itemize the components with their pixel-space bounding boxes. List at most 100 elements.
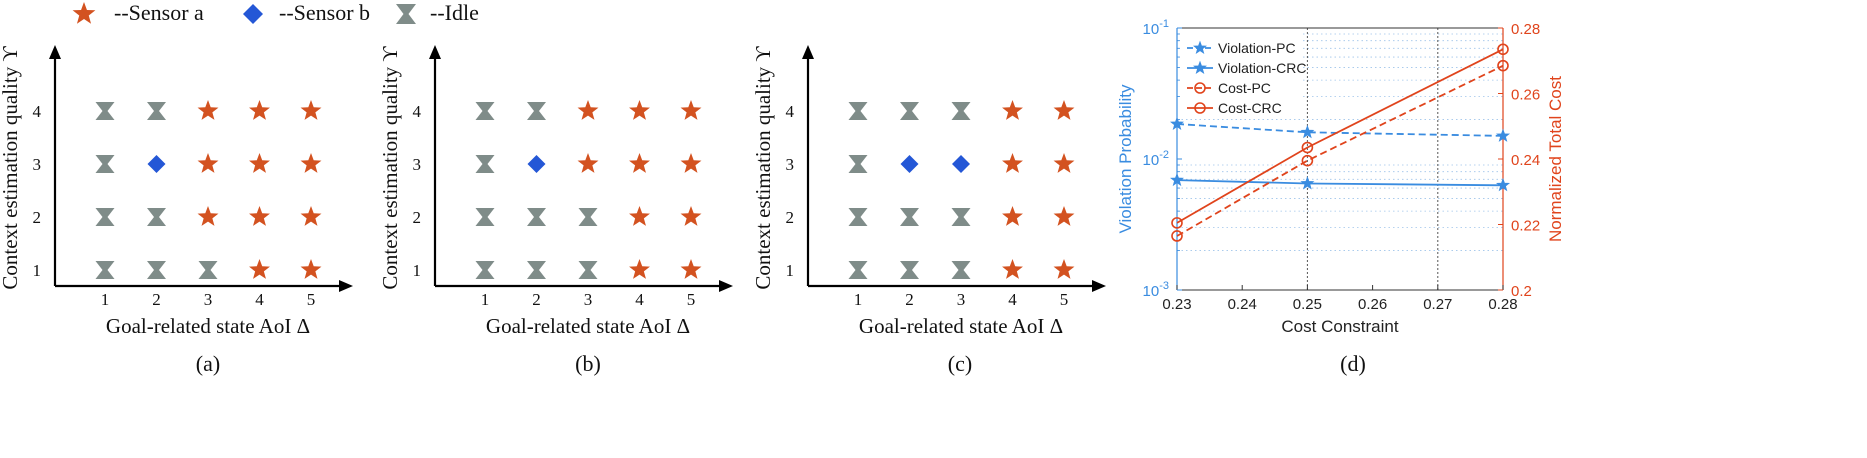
y2-tick-label: 0.22 — [1511, 218, 1540, 235]
x-tick-label: 4 — [255, 290, 264, 309]
series-marker — [1497, 43, 1509, 56]
idle-mark — [848, 261, 868, 279]
panel-c-xlabel: Goal-related state AoI Δ — [859, 314, 1063, 338]
sensor-a-mark — [300, 100, 322, 120]
panel-d-y2label: Normalized Total Cost — [1546, 76, 1565, 242]
x-tick-label: 4 — [635, 290, 644, 309]
idle-mark — [95, 208, 115, 226]
legend-idle-icon — [396, 4, 416, 24]
sensor-a-mark — [197, 153, 219, 173]
legend-idle-label: --Idle — [430, 0, 479, 25]
panel-d-ylabel: Violation Probability — [1116, 84, 1135, 233]
sensor-a-mark — [1053, 153, 1075, 173]
sensor-a-mark — [249, 100, 270, 120]
series-marker — [1495, 128, 1511, 142]
y2-tick-label: 0.2 — [1511, 283, 1532, 300]
sensor-a-mark — [197, 100, 219, 120]
sensor-b-mark — [527, 155, 546, 173]
legend-marker — [1192, 60, 1208, 74]
sensor-a-mark — [1002, 100, 1023, 120]
legend-label: Violation-CRC — [1218, 60, 1306, 76]
idle-mark — [900, 261, 919, 279]
idle-mark — [475, 208, 495, 226]
sensor-a-mark — [1002, 259, 1023, 279]
sensor-a-mark — [629, 100, 650, 120]
idle-mark — [147, 261, 166, 279]
panel-d-legend: Violation-PC Violation-CRC Cost-PC Cost-CRC — [1181, 32, 1306, 118]
panel-b-xlabel: Goal-related state AoI Δ — [486, 314, 690, 338]
x-axis-arrow — [719, 280, 733, 292]
series-marker — [1169, 116, 1185, 130]
idle-mark — [578, 261, 598, 279]
idle-mark — [95, 261, 115, 279]
x-tick-label: 0.28 — [1488, 296, 1517, 313]
legend-entry: Violation-PC — [1187, 40, 1296, 56]
sensor-a-mark — [1002, 153, 1023, 173]
series-marker — [1171, 230, 1183, 242]
sensor-a-mark — [1053, 259, 1075, 279]
legend-entry: Cost-CRC — [1187, 100, 1282, 116]
x-tick-label: 2 — [532, 290, 541, 309]
series-marker — [1497, 59, 1509, 72]
series-cost-pc — [1171, 59, 1509, 242]
idle-mark — [900, 102, 919, 120]
idle-mark — [951, 208, 971, 226]
y-tick-label: 3 — [413, 155, 422, 174]
x-tick-label: 0.25 — [1293, 296, 1322, 313]
sensor-a-mark — [629, 259, 650, 279]
legend-entry: Violation-CRC — [1187, 60, 1306, 76]
legend-label: Violation-PC — [1218, 40, 1296, 56]
y-tick-label: 3 — [786, 155, 795, 174]
legend-sensor-b-icon — [243, 4, 263, 24]
sensor-a-mark — [680, 100, 702, 120]
x-tick-label: 0.26 — [1358, 296, 1387, 313]
x-tick-label: 3 — [957, 290, 966, 309]
series-line — [1176, 123, 1504, 137]
sensor-a-mark — [300, 206, 322, 226]
series-line — [1176, 48, 1504, 224]
panel-a-ylabel: Context estimation quality ϒ — [0, 46, 22, 290]
legend-label: Cost-PC — [1218, 80, 1271, 96]
panel-a-xlabel: Goal-related state AoI Δ — [106, 314, 310, 338]
y-tick-label: 2 — [413, 208, 422, 227]
idle-mark — [951, 102, 971, 120]
sensor-b-mark — [900, 155, 919, 173]
x-tick-label: 4 — [1008, 290, 1017, 309]
figure-legend: --Sensor a --Sensor b --Idle — [72, 0, 479, 25]
y-tick-label: 2 — [33, 208, 42, 227]
sensor-a-mark — [680, 153, 702, 173]
x-axis-arrow — [339, 280, 353, 292]
sensor-a-mark — [300, 153, 322, 173]
idle-mark — [475, 155, 495, 173]
sensor-a-mark — [680, 206, 702, 226]
sensor-a-mark — [1053, 206, 1075, 226]
series-line — [1176, 179, 1504, 187]
legend-sensor-b-label: --Sensor b — [279, 0, 370, 25]
legend-sensor-a-icon — [72, 2, 96, 24]
idle-mark — [475, 102, 495, 120]
panel-b-ylabel: Context estimation quality ϒ — [378, 46, 402, 290]
y-axis-arrow — [49, 45, 61, 59]
y-tick-label: 4 — [33, 102, 42, 121]
series-violation-crc — [1169, 172, 1511, 192]
y-tick-label: 1 — [413, 261, 422, 280]
idle-mark — [527, 261, 546, 279]
sensor-a-mark — [577, 153, 599, 173]
sensor-a-mark — [680, 259, 702, 279]
x-tick-label: 0.27 — [1423, 296, 1452, 313]
legend-marker — [1192, 40, 1208, 54]
y-tick-label: 2 — [786, 208, 795, 227]
legend-sensor-a-label: --Sensor a — [114, 0, 204, 25]
idle-mark — [848, 102, 868, 120]
y-axis-arrow — [429, 45, 441, 59]
series-marker — [1300, 124, 1315, 139]
y-axis-arrow — [802, 45, 814, 59]
sensor-a-mark — [300, 259, 322, 279]
x-tick-label: 5 — [1060, 290, 1069, 309]
panel-c-ylabel: Context estimation quality ϒ — [751, 46, 775, 290]
